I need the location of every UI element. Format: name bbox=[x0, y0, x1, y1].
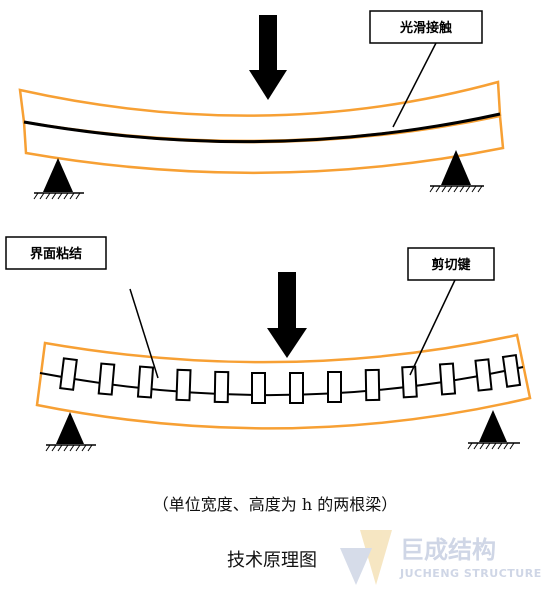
support-right-bottom bbox=[467, 410, 520, 450]
watermark-cn: 巨成结构 bbox=[400, 536, 496, 564]
shear-key bbox=[97, 362, 116, 396]
figure-title: 技术原理图 bbox=[227, 550, 317, 571]
caption-text: （单位宽度、高度为 h 的两根梁） bbox=[153, 495, 397, 514]
support-left-top bbox=[33, 158, 84, 200]
label-shear-key: 剪切键 bbox=[407, 247, 495, 376]
bonded-beam bbox=[35, 333, 532, 430]
shear-keys bbox=[59, 354, 522, 404]
smooth-interface-line bbox=[23, 112, 501, 144]
label-smooth-contact: 光滑接触 bbox=[369, 10, 483, 128]
shear-key bbox=[438, 362, 457, 396]
support-right-top bbox=[429, 150, 484, 193]
watermark: 巨成结构 JUCHENG STRUCTURE bbox=[340, 530, 542, 585]
shear-key bbox=[136, 365, 155, 399]
label-smooth-contact-text: 光滑接触 bbox=[399, 20, 452, 36]
shear-key bbox=[289, 372, 304, 404]
load-arrow-top bbox=[249, 15, 287, 100]
diagram-shear-keys: 界面粘结 剪切键 bbox=[5, 236, 532, 452]
shear-key bbox=[327, 371, 342, 403]
load-arrow-bottom bbox=[267, 272, 307, 358]
shear-key bbox=[175, 368, 192, 402]
watermark-en: JUCHENG STRUCTURE bbox=[399, 567, 542, 580]
support-left-bottom bbox=[45, 412, 96, 452]
diagram-smooth-contact: 光滑接触 bbox=[18, 10, 505, 200]
label-interface-bonding: 界面粘结 bbox=[5, 236, 159, 379]
shear-key bbox=[59, 357, 78, 391]
shear-key bbox=[213, 370, 230, 404]
shear-key bbox=[364, 368, 381, 402]
label-interface-bonding-text: 界面粘结 bbox=[30, 246, 82, 262]
label-shear-key-text: 剪切键 bbox=[431, 257, 470, 273]
shear-key bbox=[501, 354, 522, 388]
watermark-logo-icon bbox=[340, 530, 392, 585]
shear-key bbox=[474, 358, 493, 392]
shear-key bbox=[251, 372, 266, 404]
shear-key bbox=[401, 365, 418, 399]
